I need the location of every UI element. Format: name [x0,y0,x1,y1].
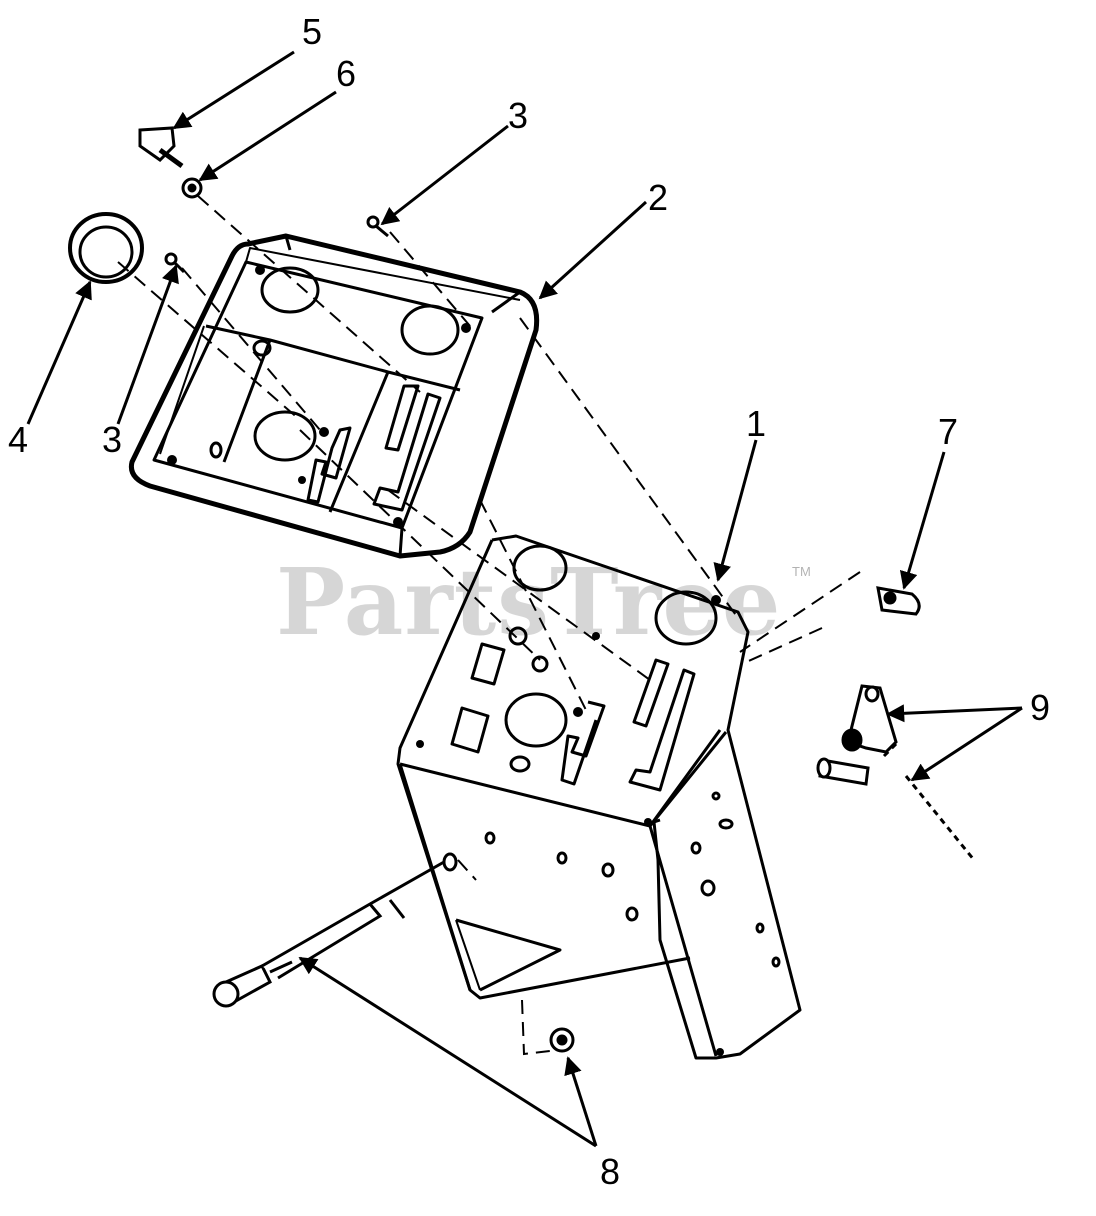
callout-5: 5 [302,11,323,52]
watermark-trademark: TM [792,564,811,579]
watermark: PartsTree [276,548,782,656]
callout-4: 4 [8,419,29,460]
callout-6: 6 [336,53,357,94]
callout-3-top: 3 [508,95,529,136]
callout-8: 8 [600,1151,621,1192]
callout-9: 9 [1030,687,1051,728]
dash-panel-cover [128,233,540,559]
callout-3-left: 3 [102,419,123,460]
knob-and-nut [138,126,203,199]
grommet-part [68,212,144,284]
part-8-cable [212,852,575,1053]
screws [164,215,389,274]
callout-2: 2 [648,177,669,218]
callout-arrows [26,50,1023,1148]
assembly-lines [117,195,861,1056]
part-9-bracket [816,684,976,861]
callout-7: 7 [938,411,959,452]
part-7-clip [876,586,921,616]
dash-panel [396,534,802,1060]
callout-1: 1 [746,403,767,444]
